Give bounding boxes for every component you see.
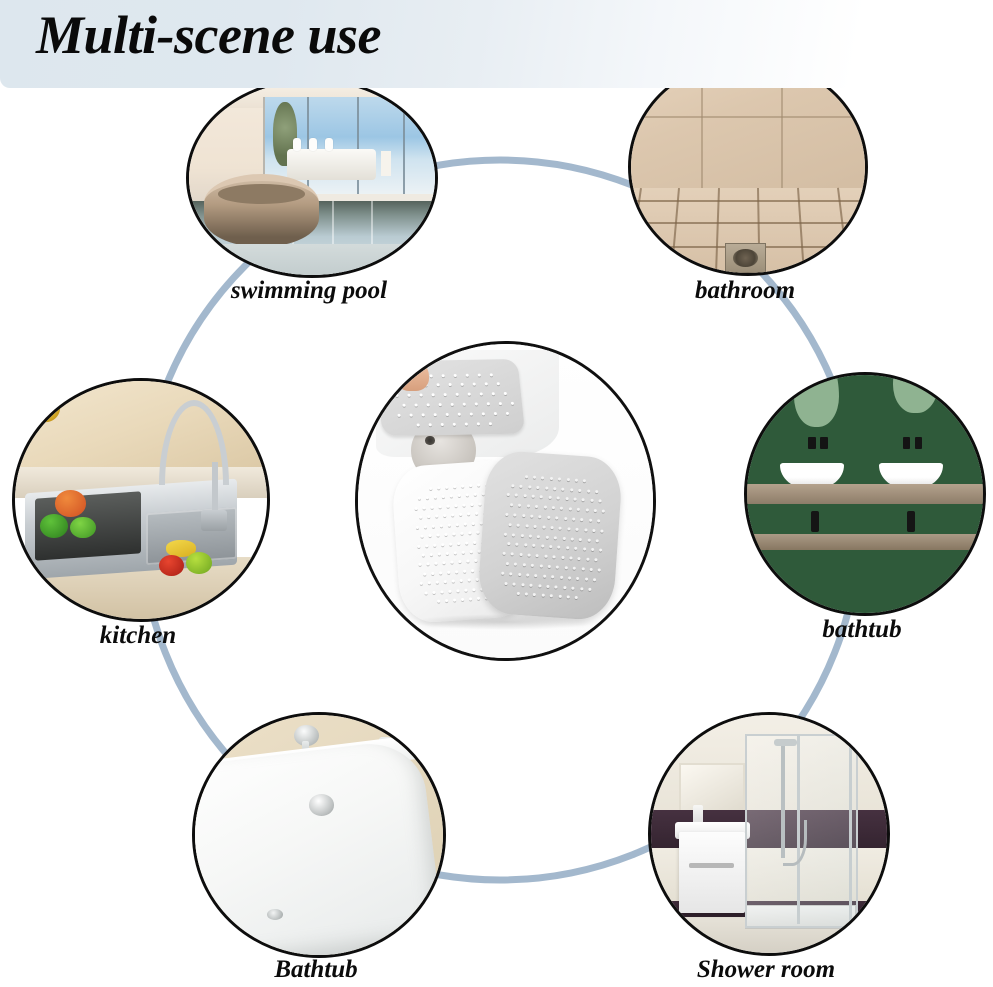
scene-bubble-bathroom: [628, 58, 868, 276]
shower-head: [773, 738, 798, 746]
kitchen-flower: [27, 390, 63, 424]
pool-sill: [262, 193, 435, 202]
pool-sofa: [287, 138, 376, 180]
bathtub-right-photo: [747, 375, 983, 613]
page-title: Multi-scene use: [36, 5, 382, 65]
pool-vase: [380, 150, 391, 177]
scene-bubble-shower-room: [648, 712, 890, 956]
corner-bathtub: [195, 737, 443, 955]
caption-bathroom: bathroom: [694, 277, 796, 304]
wood-shelf-bottom: [747, 534, 983, 550]
scene-bubble-kitchen: [12, 378, 270, 622]
floor-drain: [724, 243, 767, 273]
caption-shower-room: Shower room: [696, 956, 836, 983]
hand-thumb: [396, 359, 429, 392]
soap-bottle: [693, 805, 703, 825]
shower-room-photo: [651, 715, 887, 953]
title-banner: [0, 0, 993, 88]
scene-bubble-bathtub-bottom: [192, 712, 446, 958]
vanity-cabinet: [679, 831, 746, 913]
kitchen-photo: [15, 381, 267, 619]
grey-drain-cover: [476, 449, 624, 622]
center-product-bubble: [355, 341, 656, 661]
caption-swimming-pool: swimming pool: [230, 277, 388, 304]
wood-shelf-top: [747, 484, 983, 504]
vanity-handle: [688, 862, 734, 868]
swimming-pool-photo: [189, 81, 435, 275]
pool-deck: [189, 243, 435, 275]
caption-bathtub-bottom: Bathtub: [274, 956, 358, 983]
scene-bubble-bathtub-right: [744, 372, 986, 616]
bathtub-bottom-photo: [195, 715, 443, 955]
shower-hose: [783, 819, 808, 866]
shower-riser-rail: [780, 743, 785, 858]
bathroom-photo: [631, 61, 865, 273]
caption-kitchen: kitchen: [99, 622, 177, 649]
pool-hot-tub: [203, 174, 320, 248]
scene-bubble-swimming-pool: [186, 78, 438, 278]
caption-bathtub-right: bathtub: [822, 616, 902, 643]
mirror-left: [794, 375, 840, 428]
tub-drain: [266, 909, 284, 921]
tub-overflow-knob: [309, 794, 334, 816]
